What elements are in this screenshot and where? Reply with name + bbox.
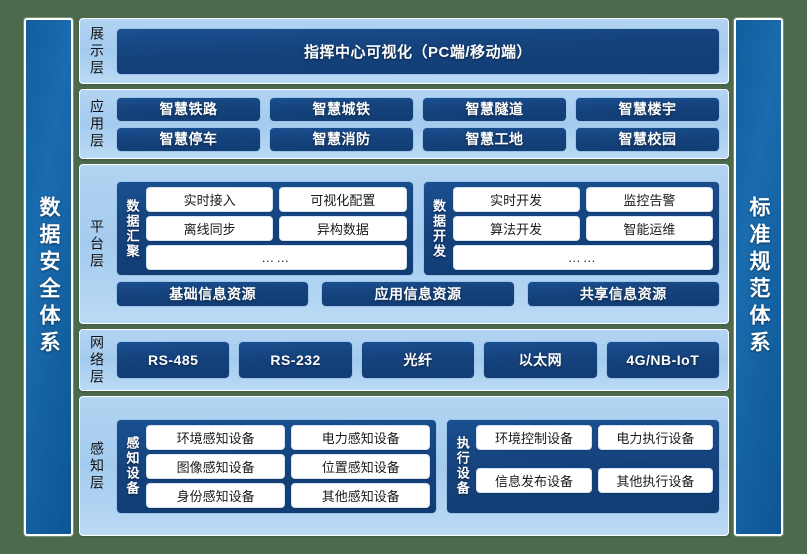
item-visual-config[interactable]: 可视化配置 (279, 187, 407, 212)
device-environment-control[interactable]: 环境控制设备 (476, 424, 592, 450)
group-data-aggregation-label-wrap: 数据汇聚 (123, 187, 141, 270)
device-image-sensing[interactable]: 图像感知设备 (146, 453, 286, 479)
group-execution-devices: 执行设备 环境控制设备 电力执行设备 信息发布设备 其他执行设备 (446, 418, 720, 514)
layer-application-body: 智慧铁路 智慧城铁 智慧隧道 智慧楼宇 智慧停车 智慧消防 智慧工地 智慧校园 (114, 90, 728, 158)
item-monitor-alarm[interactable]: 监控告警 (585, 187, 713, 212)
device-info-publish[interactable]: 信息发布设备 (476, 468, 592, 493)
device-power-execution[interactable]: 电力执行设备 (597, 424, 713, 450)
item-algorithm-dev[interactable]: 算法开发 (452, 216, 580, 241)
device-location-sensing[interactable]: 位置感知设备 (291, 453, 431, 479)
layer-network-label-wrap: 网络层 (80, 330, 114, 390)
resource-shared-info[interactable]: 共享信息资源 (526, 281, 720, 307)
item-intelligent-ops[interactable]: 智能运维 (585, 216, 713, 241)
group-execution-devices-grid: 环境控制设备 电力执行设备 信息发布设备 其他执行设备 (476, 424, 713, 508)
app-box-smart-campus[interactable]: 智慧校园 (575, 126, 720, 152)
item-aggregation-ellipsis: …… (146, 245, 407, 270)
item-development-ellipsis: …… (452, 245, 713, 270)
device-identity-sensing[interactable]: 身份感知设备 (146, 482, 286, 508)
device-power-sensing[interactable]: 电力感知设备 (291, 424, 431, 450)
group-data-development: 数据开发 实时开发 监控告警 算法开发 智能运维 …… (422, 181, 720, 276)
layer-sensing-label: 感知层 (89, 440, 105, 492)
app-box-smart-railway[interactable]: 智慧铁路 (116, 96, 261, 122)
left-pillar-data-security: 数据安全体系 (24, 18, 73, 536)
app-box-smart-fire[interactable]: 智慧消防 (269, 126, 414, 152)
net-box-rs232[interactable]: RS-232 (238, 341, 353, 379)
layer-application: 应用层 智慧铁路 智慧城铁 智慧隧道 智慧楼宇 智慧停车 智慧消防 智慧工地 智… (79, 89, 729, 159)
layer-platform-body: 数据汇聚 实时接入 可视化配置 离线同步 异构数据 …… 数 (114, 165, 728, 323)
group-data-development-grid: 实时开发 监控告警 算法开发 智能运维 …… (452, 187, 713, 270)
layer-network-body: RS-485 RS-232 光纤 以太网 4G/NB-IoT (114, 330, 728, 390)
app-box-smart-building[interactable]: 智慧楼宇 (575, 96, 720, 122)
application-grid: 智慧铁路 智慧城铁 智慧隧道 智慧楼宇 智慧停车 智慧消防 智慧工地 智慧校园 (116, 96, 720, 152)
app-box-smart-metro[interactable]: 智慧城铁 (269, 96, 414, 122)
display-box-command-center[interactable]: 指挥中心可视化（PC端/移动端） (116, 27, 720, 75)
app-box-smart-tunnel[interactable]: 智慧隧道 (422, 96, 567, 122)
layer-sensing: 感知层 感知设备 环境感知设备 电力感知设备 图像感知设备 位置感知设备 (79, 396, 729, 536)
group-sensing-devices: 感知设备 环境感知设备 电力感知设备 图像感知设备 位置感知设备 身份感知设备 … (116, 418, 438, 514)
device-other-execution[interactable]: 其他执行设备 (597, 468, 713, 493)
platform-groups: 数据汇聚 实时接入 可视化配置 离线同步 异构数据 …… 数 (116, 181, 720, 276)
group-data-development-label-wrap: 数据开发 (430, 187, 448, 270)
group-sensing-devices-label: 感知设备 (124, 436, 140, 496)
platform-resource-row: 基础信息资源 应用信息资源 共享信息资源 (116, 281, 720, 307)
layer-network: 网络层 RS-485 RS-232 光纤 以太网 4G/NB-IoT (79, 329, 729, 391)
group-data-aggregation: 数据汇聚 实时接入 可视化配置 离线同步 异构数据 …… (116, 181, 414, 276)
group-data-aggregation-grid: 实时接入 可视化配置 离线同步 异构数据 …… (146, 187, 407, 270)
item-realtime-ingest[interactable]: 实时接入 (146, 187, 274, 212)
item-offline-sync[interactable]: 离线同步 (146, 216, 274, 241)
group-execution-devices-label-wrap: 执行设备 (453, 425, 471, 508)
group-sensing-devices-label-wrap: 感知设备 (123, 425, 141, 508)
layer-platform-label: 平台层 (89, 218, 105, 270)
net-box-fiber[interactable]: 光纤 (360, 341, 476, 379)
device-other-sensing[interactable]: 其他感知设备 (291, 482, 431, 508)
item-heterogeneous-data[interactable]: 异构数据 (279, 216, 407, 241)
layer-display-body: 指挥中心可视化（PC端/移动端） (114, 19, 728, 83)
app-box-smart-worksite[interactable]: 智慧工地 (422, 126, 567, 152)
layer-application-label-wrap: 应用层 (80, 90, 114, 158)
group-execution-devices-label: 执行设备 (454, 436, 470, 496)
layer-sensing-body: 感知设备 环境感知设备 电力感知设备 图像感知设备 位置感知设备 身份感知设备 … (114, 397, 728, 535)
app-box-smart-parking[interactable]: 智慧停车 (116, 126, 261, 152)
group-data-aggregation-label: 数据汇聚 (124, 198, 140, 259)
layer-application-label: 应用层 (89, 98, 105, 150)
net-box-ethernet[interactable]: 以太网 (483, 341, 598, 379)
layer-stack: 展示层 指挥中心可视化（PC端/移动端） 应用层 智慧铁路 智慧城铁 智慧隧道 … (79, 18, 729, 536)
net-box-rs485[interactable]: RS-485 (116, 341, 231, 379)
layer-display-label-wrap: 展示层 (80, 19, 114, 83)
group-sensing-devices-grid: 环境感知设备 电力感知设备 图像感知设备 位置感知设备 身份感知设备 其他感知设… (146, 424, 431, 508)
item-realtime-dev[interactable]: 实时开发 (452, 187, 580, 212)
layer-sensing-label-wrap: 感知层 (80, 397, 114, 535)
display-row: 指挥中心可视化（PC端/移动端） (116, 27, 720, 75)
right-pillar-standards: 标准规范体系 (734, 18, 783, 536)
device-environment-sensing[interactable]: 环境感知设备 (146, 424, 286, 450)
left-pillar-label: 数据安全体系 (37, 196, 60, 358)
group-data-development-label: 数据开发 (431, 198, 446, 259)
layer-display-label: 展示层 (89, 25, 105, 77)
resource-basic-info[interactable]: 基础信息资源 (116, 281, 310, 307)
resource-app-info[interactable]: 应用信息资源 (321, 281, 515, 307)
layer-display: 展示层 指挥中心可视化（PC端/移动端） (79, 18, 729, 84)
network-grid: RS-485 RS-232 光纤 以太网 4G/NB-IoT (116, 341, 720, 379)
layer-network-label: 网络层 (89, 334, 105, 386)
sensing-groups: 感知设备 环境感知设备 电力感知设备 图像感知设备 位置感知设备 身份感知设备 … (116, 418, 720, 514)
right-pillar-label: 标准规范体系 (747, 196, 770, 358)
layer-platform: 平台层 数据汇聚 实时接入 可视化配置 离线同步 异构数据 (79, 164, 729, 324)
layer-platform-label-wrap: 平台层 (80, 165, 114, 323)
net-box-4g-nbiot[interactable]: 4G/NB-IoT (605, 341, 720, 379)
